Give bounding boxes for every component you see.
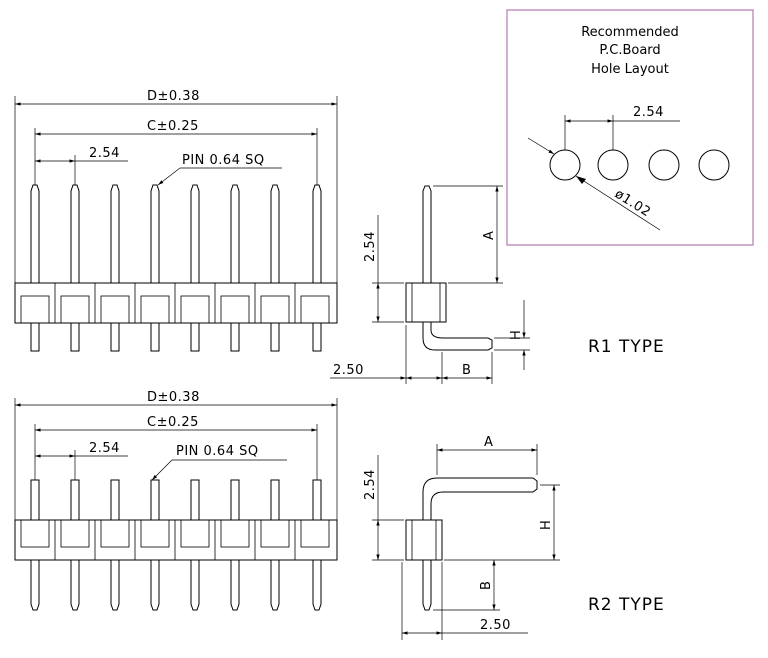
r1-pins-bottom — [30, 322, 322, 352]
r1-dim-b-label: B — [462, 363, 471, 378]
pcb-hole — [648, 149, 680, 181]
pcb-title-line1: Recommended — [581, 25, 679, 40]
r1-side-offset-label: 2.50 — [333, 363, 364, 378]
pcb-hole — [597, 149, 629, 181]
r2-pin-label: PIN 0.64 SQ — [176, 444, 259, 459]
r2-dim-d-label: D±0.38 — [147, 390, 200, 405]
r1-dim-d-label: D±0.38 — [147, 89, 200, 104]
r1-front-view: D±0.38 C±0.25 2.54 PIN 0.64 SQ — [14, 89, 338, 352]
pcb-hole-diameter-label: ø1.02 — [612, 187, 653, 221]
r1-pin-label: PIN 0.64 SQ — [182, 153, 265, 168]
r1-side-view: 2.54 A H 2.50 B R1 TYPE — [330, 185, 665, 384]
r1-dimension-d: D±0.38 — [14, 89, 338, 285]
r2-type-label: R2 TYPE — [588, 595, 665, 615]
pcb-title-line2: P.C.Board — [599, 43, 660, 58]
r1-dim-a-label: A — [482, 231, 497, 240]
pcb-pitch-label: 2.54 — [633, 105, 664, 120]
r2-side-offset-label: 2.50 — [480, 618, 511, 633]
r1-housing — [14, 282, 338, 324]
r1-pitch-label: 2.54 — [89, 146, 120, 161]
r1-side-height-label: 2.54 — [363, 231, 378, 262]
r1-pin-callout: PIN 0.64 SQ — [157, 153, 282, 186]
r2-pin-callout: PIN 0.64 SQ — [151, 444, 287, 481]
r2-front-view: D±0.38 C±0.25 2.54 PIN 0.64 SQ — [14, 390, 338, 611]
r2-dim-c-label: C±0.25 — [147, 415, 199, 430]
r2-side-view: 2.54 A H B 2.50 R2 TYPE — [363, 435, 665, 640]
r1-pins-top — [30, 184, 322, 283]
pcb-hole — [698, 149, 730, 181]
r2-dim-a-label: A — [484, 435, 493, 450]
pcb-title-line3: Hole Layout — [591, 62, 669, 77]
r2-pins-top — [30, 479, 322, 521]
pcb-layout-frame — [506, 9, 754, 246]
r2-dim-b-label: B — [479, 581, 494, 590]
r2-side-height-label: 2.54 — [363, 469, 378, 500]
r1-dim-c-label: C±0.25 — [147, 119, 199, 134]
r1-dimension-pitch: 2.54 — [35, 146, 128, 185]
r1-dimension-c: C±0.25 — [34, 119, 318, 185]
r1-dim-h-label: H — [509, 330, 524, 340]
pcb-hole-layout: Recommended P.C.Board Hole Layout 2.54 ø… — [506, 9, 754, 246]
r2-dim-h-label: H — [539, 520, 554, 530]
r2-dimension-c: C±0.25 — [34, 415, 318, 480]
r2-dimension-pitch: 2.54 — [35, 441, 128, 480]
r2-housing — [14, 519, 338, 561]
r2-pins-bottom — [30, 560, 322, 611]
r1-type-label: R1 TYPE — [588, 337, 665, 357]
pcb-hole — [549, 149, 581, 181]
r2-pitch-label: 2.54 — [89, 441, 120, 456]
r2-dimension-d: D±0.38 — [14, 390, 338, 520]
